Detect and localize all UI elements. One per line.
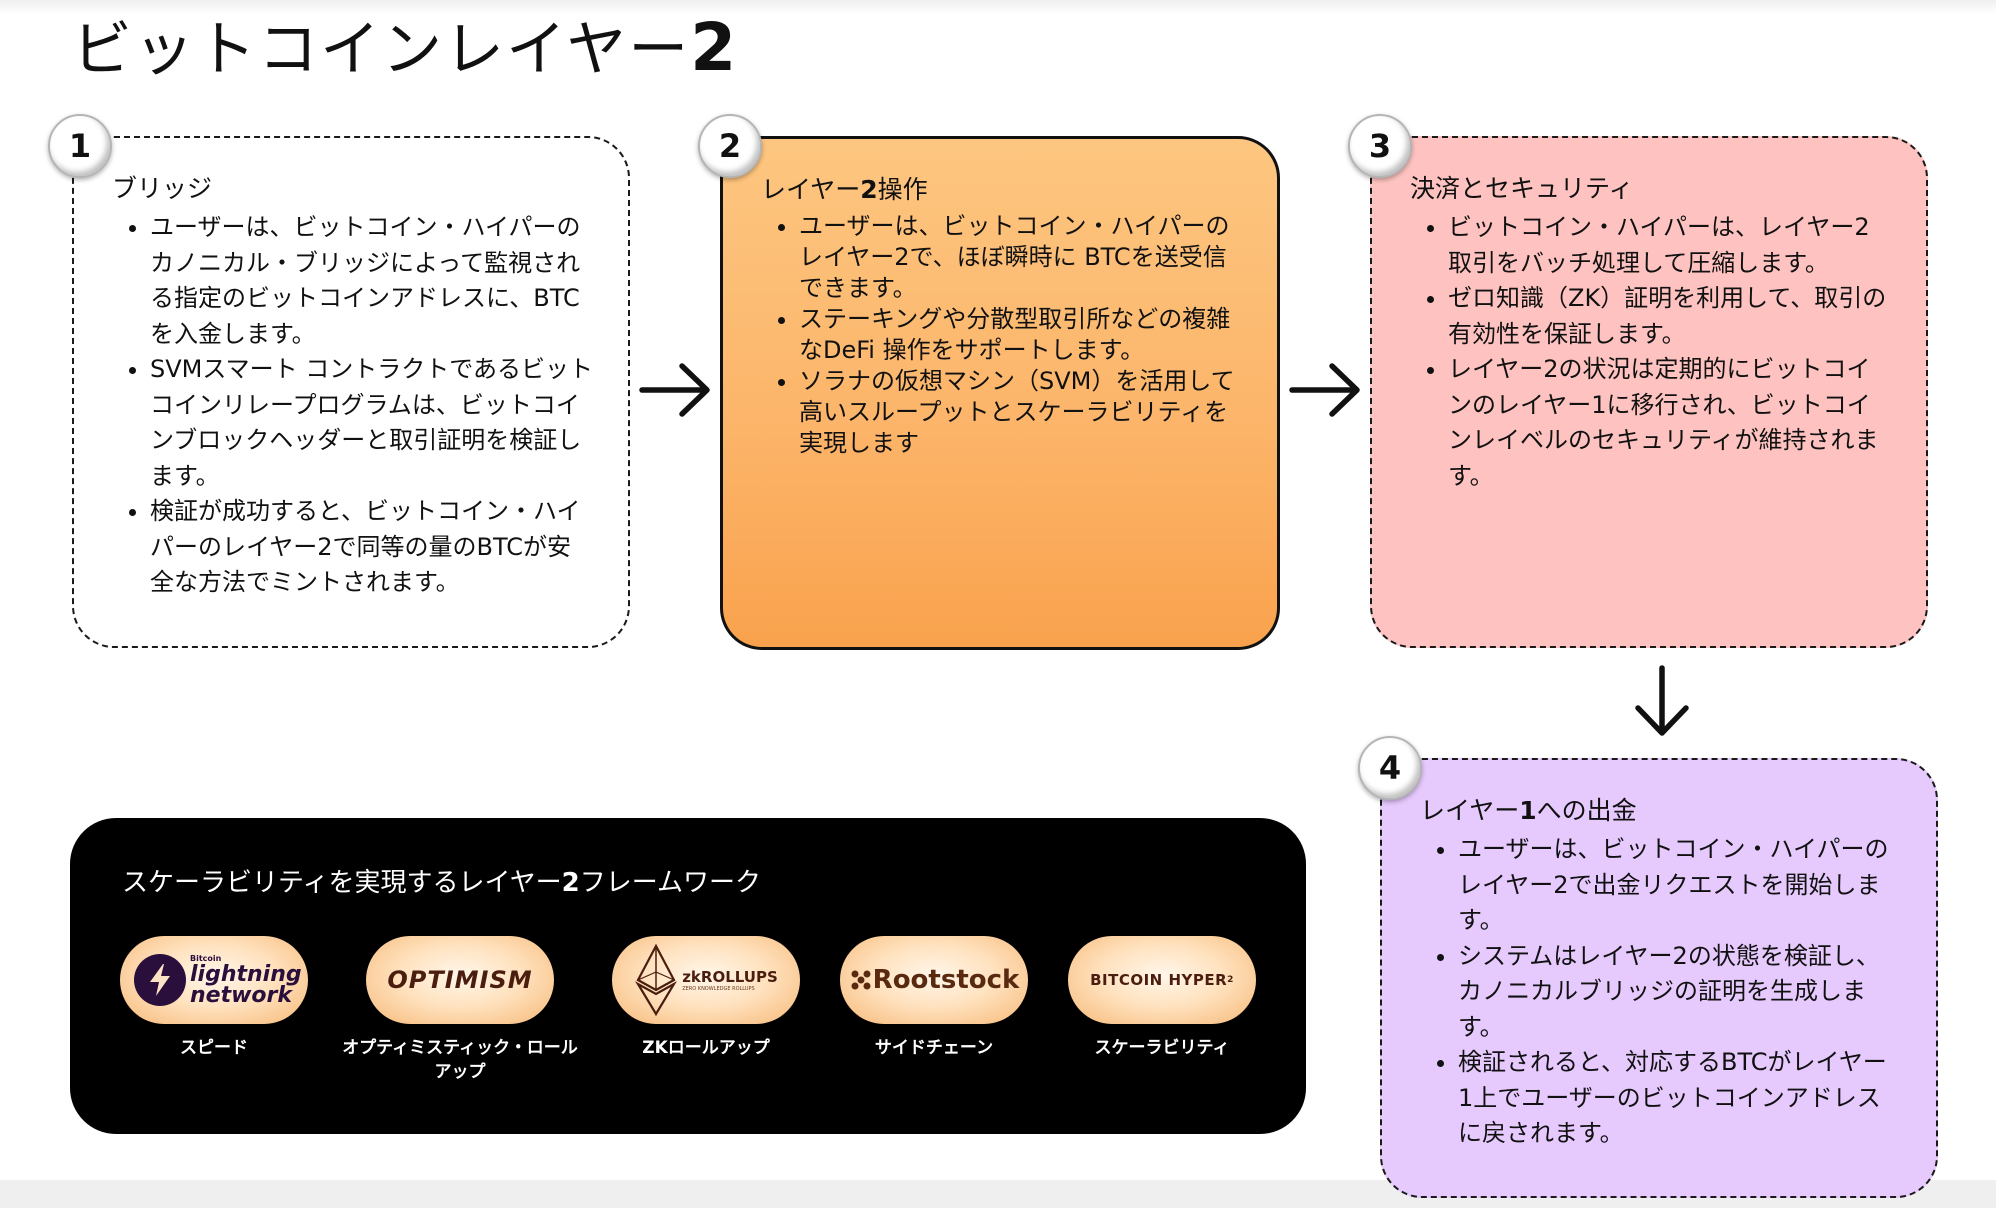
bullet-list: ユーザーは、ビットコイン・ハイパーのレイヤー2で、ほぼ瞬時に BTCを送受信でき…	[761, 211, 1243, 459]
framework-caption: スケーラビリティ	[1094, 1038, 1230, 1058]
bullet-item: ステーキングや分散型取引所などの複雑なDeFi 操作をサポートします。	[799, 304, 1243, 366]
optimism-logo: OPTIMISM	[366, 936, 554, 1024]
step-number-badge: 1	[48, 114, 112, 178]
step-number-badge: 4	[1358, 736, 1422, 800]
framework-title: スケーラビリティを実現するレイヤー2フレームワーク	[122, 868, 761, 898]
framework-caption: ZKロールアップ	[642, 1038, 770, 1058]
bullet-item: ソラナの仮想マシン（SVM）を活用して高いスループットとスケーラビリティを実現し…	[799, 366, 1243, 459]
bullet-item: ユーザーは、ビットコイン・ハイパーのレイヤー2で、ほぼ瞬時に BTCを送受信でき…	[799, 211, 1243, 304]
arrow-down-icon	[1635, 665, 1689, 736]
step-title: 決済とセキュリティ	[1410, 174, 1634, 203]
bullet-item: システムはレイヤー2の状態を検証し、カノニカルブリッジの証明を生成します。	[1458, 939, 1902, 1046]
bullet-item: SVMスマート コントラクトであるビットコインリレープログラムは、ビットコインブ…	[150, 352, 594, 494]
bullet-item: 検証が成功すると、ビットコイン・ハイパーのレイヤー2で同等の量のBTCが安全な方…	[150, 494, 594, 601]
step-2-layer2-box: レイヤー2操作 ユーザーは、ビットコイン・ハイパーのレイヤー2で、ほぼ瞬時に B…	[720, 136, 1280, 650]
step-number-badge: 3	[1348, 114, 1412, 178]
step-1-bridge-box: ブリッジ ユーザーは、ビットコイン・ハイパーのカノニカル・ブリッジによって監視さ…	[72, 136, 630, 648]
arrow-right-icon	[639, 363, 710, 417]
bullet-item: 検証されると、対応するBTCがレイヤー1上でユーザーのビットコインアドレスに戻さ…	[1458, 1045, 1902, 1152]
zkrollups-logo: zkROLLUPS ZERO KNOWLEDGE ROLLUPS	[612, 936, 800, 1024]
framework-caption: サイドチェーン	[874, 1038, 994, 1058]
lightning-bolt-icon	[134, 954, 186, 1006]
step-3-settlement-box: 決済とセキュリティ ビットコイン・ハイパーは、レイヤー2取引をバッチ処理して圧縮…	[1370, 136, 1928, 648]
step-title: ブリッジ	[112, 174, 213, 203]
bullet-list: ユーザーは、ビットコイン・ハイパーのカノニカル・ブリッジによって監視される指定の…	[112, 210, 594, 601]
bullet-list: ユーザーは、ビットコイン・ハイパーのレイヤー2で出金リクエストを開始します。 シ…	[1420, 832, 1902, 1152]
rootstock-logo: Rootstock	[840, 936, 1028, 1024]
step-4-withdrawal-box: レイヤー1への出金 ユーザーは、ビットコイン・ハイパーのレイヤー2で出金リクエス…	[1380, 758, 1938, 1198]
bullet-item: ビットコイン・ハイパーは、レイヤー2取引をバッチ処理して圧縮します。	[1448, 210, 1892, 281]
ethereum-diamond-icon	[635, 944, 678, 1016]
lightning-network-logo: Bitcoin lightning network	[120, 936, 308, 1024]
bullet-list: ビットコイン・ハイパーは、レイヤー2取引をバッチ処理して圧縮します。 ゼロ知識（…	[1410, 210, 1892, 494]
bullet-item: ゼロ知識（ZK）証明を利用して、取引の有効性を保証します。	[1448, 281, 1892, 352]
bullet-item: ユーザーは、ビットコイン・ハイパーのカノニカル・ブリッジによって監視される指定の…	[150, 210, 594, 352]
step-title: レイヤー1への出金	[1420, 796, 1637, 825]
framework-panel: スケーラビリティを実現するレイヤー2フレームワーク Bitcoin lightn…	[70, 818, 1306, 1134]
bullet-item: ユーザーは、ビットコイン・ハイパーのレイヤー2で出金リクエストを開始します。	[1458, 832, 1902, 939]
top-fade	[0, 0, 1996, 14]
bullet-item: レイヤー2の状況は定期的にビットコインのレイヤー1に移行され、ビットコインレイベ…	[1448, 352, 1892, 494]
rootstock-dots-icon	[851, 970, 871, 990]
step-title: レイヤー2操作	[761, 175, 928, 204]
framework-caption: オプティミスティック・ロールアップ	[342, 1038, 578, 1082]
step-number-badge: 2	[698, 114, 762, 178]
framework-caption: スピード	[180, 1038, 248, 1058]
arrow-right-icon	[1289, 363, 1360, 417]
page-title: ビットコインレイヤー2	[72, 9, 739, 86]
